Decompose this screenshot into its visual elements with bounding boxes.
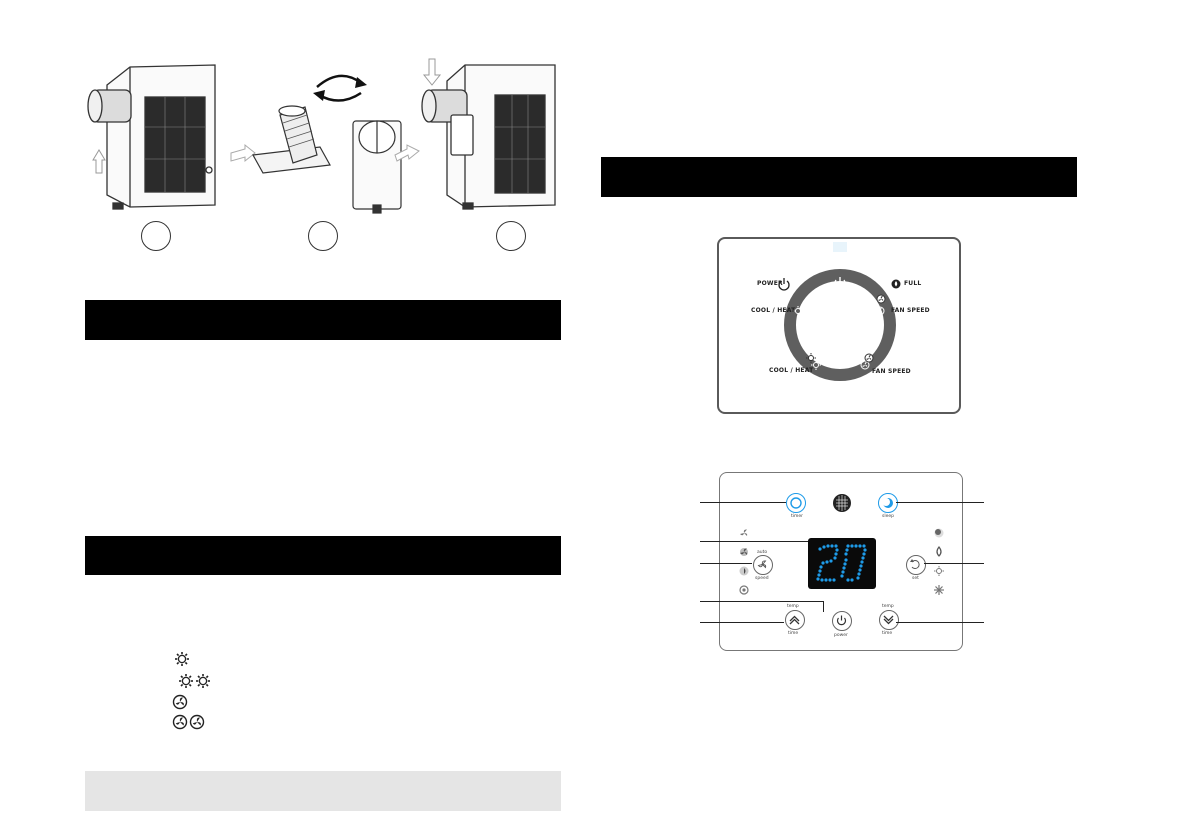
temperature-display: 27 bbox=[808, 538, 876, 589]
auto-indicator-icon bbox=[739, 585, 749, 595]
seven-segment-digits bbox=[816, 544, 867, 582]
portable-ac-unit-before bbox=[87, 64, 216, 210]
power-label: POWER bbox=[757, 280, 783, 287]
sun-heat-icon bbox=[178, 673, 194, 689]
fan-speed-icon bbox=[757, 560, 767, 569]
note-band bbox=[85, 771, 561, 811]
sun-icon-outer-bottom bbox=[806, 353, 816, 363]
callout-timer bbox=[700, 502, 786, 503]
step-2-circle bbox=[308, 221, 338, 251]
speed-label: speed bbox=[755, 576, 769, 581]
heat-indicator-icon bbox=[934, 566, 944, 576]
callout-power-v bbox=[823, 601, 824, 612]
hose-with-flange bbox=[252, 105, 331, 174]
timer-button[interactable] bbox=[786, 493, 806, 513]
callout-sleep bbox=[896, 502, 984, 503]
temp-up-bottom-label: time bbox=[788, 631, 799, 636]
set-label: set bbox=[912, 576, 919, 581]
mode-icons-svg bbox=[172, 651, 211, 730]
window-adapter bbox=[352, 120, 402, 214]
speed-button[interactable] bbox=[753, 555, 773, 575]
power-icon bbox=[836, 615, 847, 626]
sun-heat-icon bbox=[195, 673, 211, 689]
callout-temp-up bbox=[700, 622, 784, 623]
ring-panel-graphic bbox=[778, 242, 901, 381]
fan-icon-outer-top bbox=[876, 294, 886, 304]
temp-up-top-label: temp bbox=[787, 604, 799, 609]
power-button[interactable] bbox=[832, 611, 852, 631]
installation-illustration bbox=[87, 58, 556, 214]
sleep-indicator-icon bbox=[934, 528, 944, 538]
control-panel-digital: timer sleep auto speed 27 bbox=[719, 472, 963, 651]
temp-down-button[interactable] bbox=[879, 610, 899, 630]
cool-heat-bottom-label: COOL / HEAT bbox=[769, 367, 814, 374]
ring-fan-icon-bottom bbox=[860, 360, 870, 370]
fan-icon bbox=[172, 714, 188, 730]
ring-sun-icon-bottom bbox=[811, 360, 821, 370]
chevron-up-icon bbox=[789, 615, 800, 625]
section-header-band-1 bbox=[85, 300, 561, 340]
set-button[interactable] bbox=[906, 555, 926, 575]
fan-icon-outer-bottom bbox=[864, 353, 874, 363]
installation-figure bbox=[85, 55, 565, 255]
fan-mid-indicator-icon bbox=[740, 548, 748, 556]
cycle-icon bbox=[910, 559, 920, 569]
auto-label: auto bbox=[757, 550, 768, 555]
power-icon bbox=[778, 278, 790, 291]
temp-down-top-label: temp bbox=[882, 604, 894, 609]
cool-heat-top-label: COOL / HEAT bbox=[751, 307, 796, 314]
timer-label: timer bbox=[791, 514, 804, 519]
fan-low-indicator-icon bbox=[740, 529, 748, 536]
fan-icon bbox=[172, 694, 188, 710]
fan-speed-indicators bbox=[739, 529, 749, 595]
sleep-label: sleep bbox=[882, 514, 894, 519]
speaker-grille-icon bbox=[833, 494, 851, 512]
sleep-moon-icon bbox=[882, 498, 893, 508]
water-full-icon bbox=[891, 279, 901, 289]
fan-speed-bottom-label: FAN SPEED bbox=[872, 368, 911, 375]
fan-speed-top-label: FAN SPEED bbox=[891, 307, 930, 314]
temp-up-button[interactable] bbox=[785, 610, 805, 630]
dehumidify-indicator-icon bbox=[936, 546, 942, 557]
sleep-button[interactable] bbox=[878, 493, 898, 513]
sun-heat-icon bbox=[174, 651, 190, 667]
power-label: power bbox=[834, 633, 848, 638]
mode-indicators bbox=[934, 528, 944, 595]
step-3-circle bbox=[496, 221, 526, 251]
temp-down-bottom-label: time bbox=[882, 631, 893, 636]
ring-fan-icon bbox=[875, 306, 885, 316]
callout-set bbox=[924, 563, 984, 564]
fan-high-indicator-icon bbox=[739, 566, 749, 576]
full-label: FULL bbox=[904, 280, 922, 287]
chevron-down-icon bbox=[883, 615, 894, 625]
callout-display bbox=[700, 541, 808, 542]
timer-icon bbox=[790, 497, 802, 509]
callout-temp-down bbox=[896, 622, 984, 623]
ring-power-icon bbox=[834, 277, 846, 289]
fan-icon bbox=[189, 714, 205, 730]
step-1-circle bbox=[141, 221, 171, 251]
cool-indicator-icon bbox=[934, 585, 944, 595]
control-panel-ring: POWER FULL COOL / HEAT FAN SPEED COOL / … bbox=[717, 237, 961, 414]
mode-icons-list bbox=[172, 650, 232, 730]
section-header-band-2 bbox=[85, 536, 561, 575]
portable-ac-unit-after bbox=[421, 64, 556, 210]
callout-speed bbox=[700, 563, 752, 564]
right-section-header-band bbox=[601, 157, 1077, 197]
ring-sun-icon bbox=[793, 306, 803, 316]
callout-power-h bbox=[700, 601, 824, 602]
